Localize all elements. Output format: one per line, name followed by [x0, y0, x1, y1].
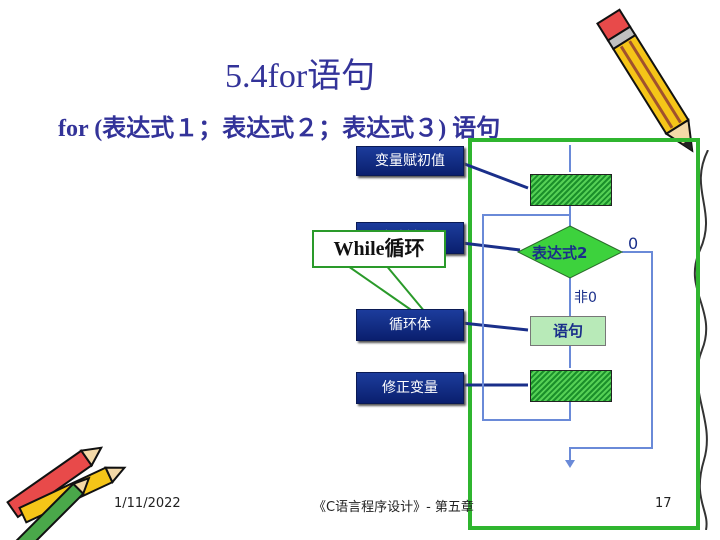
update-hatched-box [530, 370, 612, 402]
update-variable-box: 修正变量 [356, 372, 464, 404]
statement-box: 语句 [530, 316, 606, 346]
init-hatched-box [530, 174, 612, 206]
diamond-label: 表达式2 [532, 244, 588, 262]
zero-label: 0 [628, 234, 639, 253]
for-syntax: for (表达式１；表达式２；表达式３) 语句 [58, 116, 501, 142]
nonzero-label: 非0 [574, 290, 597, 306]
footer-date: 1/11/2022 [114, 496, 181, 511]
pencils-bottom-left-icon [6, 446, 127, 540]
while-loop-callout: While循环 [312, 230, 446, 268]
init-variable-box: 变量赋初值 [356, 146, 464, 176]
footer-page-number: 17 [655, 496, 672, 511]
loop-body-box: 循环体 [356, 309, 464, 341]
slide-title: 5.4for语句 [225, 58, 376, 95]
footer-course: 《C语言程序设计》- 第五章 [313, 500, 474, 515]
